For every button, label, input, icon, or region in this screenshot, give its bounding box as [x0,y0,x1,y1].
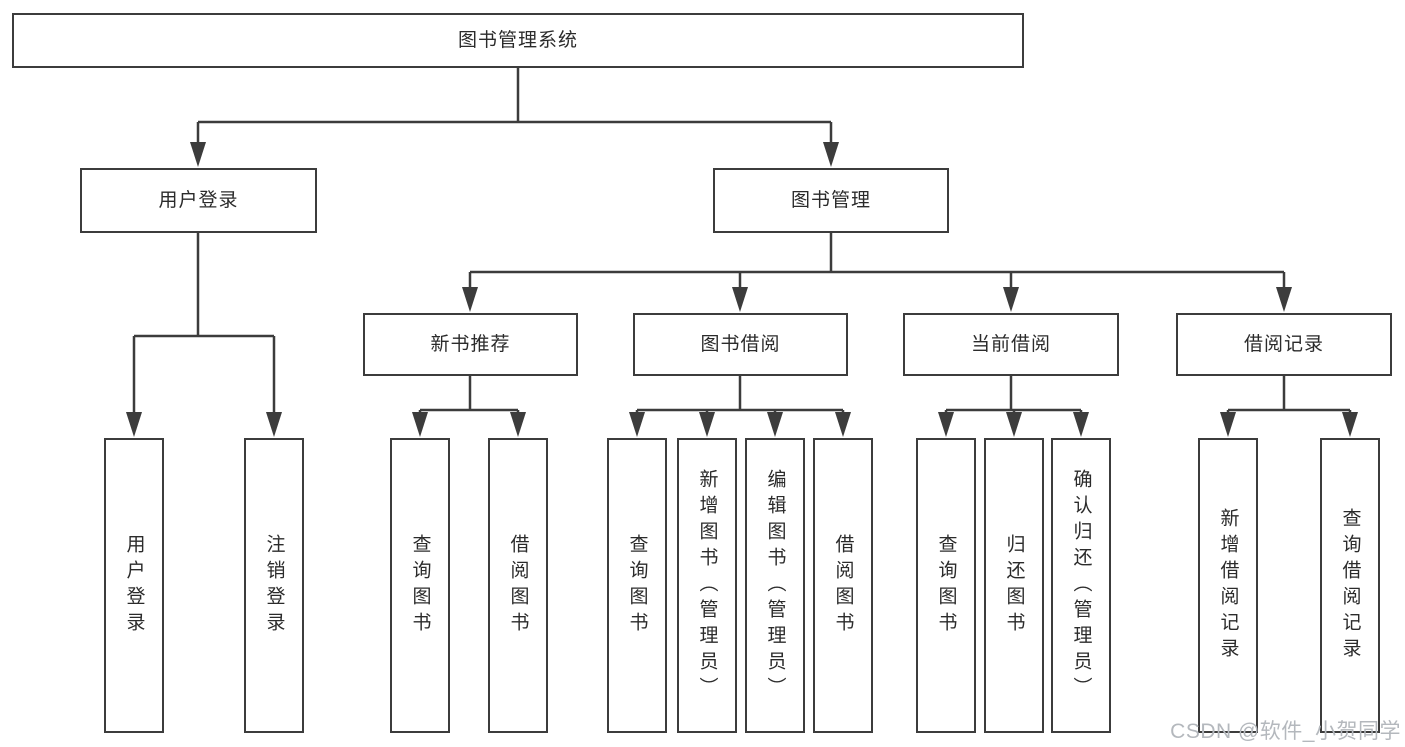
leaf-add-book-admin: 新增图书（管理员） [677,438,737,733]
node-book-borrowing: 图书借阅 [633,313,848,376]
arrowheads [126,142,1358,437]
node-user-login: 用户登录 [80,168,317,233]
leaf-borrow-books-recommend: 借阅图书 [488,438,548,733]
node-library-management-system: 图书管理系统 [12,13,1024,68]
leaf-logout: 注销登录 [244,438,304,733]
leaf-query-borrow-record: 查询借阅记录 [1320,438,1380,733]
leaf-edit-book-admin: 编辑图书（管理员） [745,438,805,733]
node-borrowing-records: 借阅记录 [1176,313,1392,376]
node-new-book-recommend: 新书推荐 [363,313,578,376]
leaf-return-book: 归还图书 [984,438,1044,733]
leaf-borrow-books-borrowing: 借阅图书 [813,438,873,733]
leaf-add-borrow-record: 新增借阅记录 [1198,438,1258,733]
leaf-user-login: 用户登录 [104,438,164,733]
leaf-confirm-return-admin: 确认归还（管理员） [1051,438,1111,733]
node-book-management: 图书管理 [713,168,949,233]
node-current-borrowing: 当前借阅 [903,313,1119,376]
csdn-watermark: CSDN @软件_小贺同学 [1170,720,1401,743]
leaf-query-books-recommend: 查询图书 [390,438,450,733]
leaf-query-books-borrowing: 查询图书 [607,438,667,733]
leaf-query-books-current: 查询图书 [916,438,976,733]
